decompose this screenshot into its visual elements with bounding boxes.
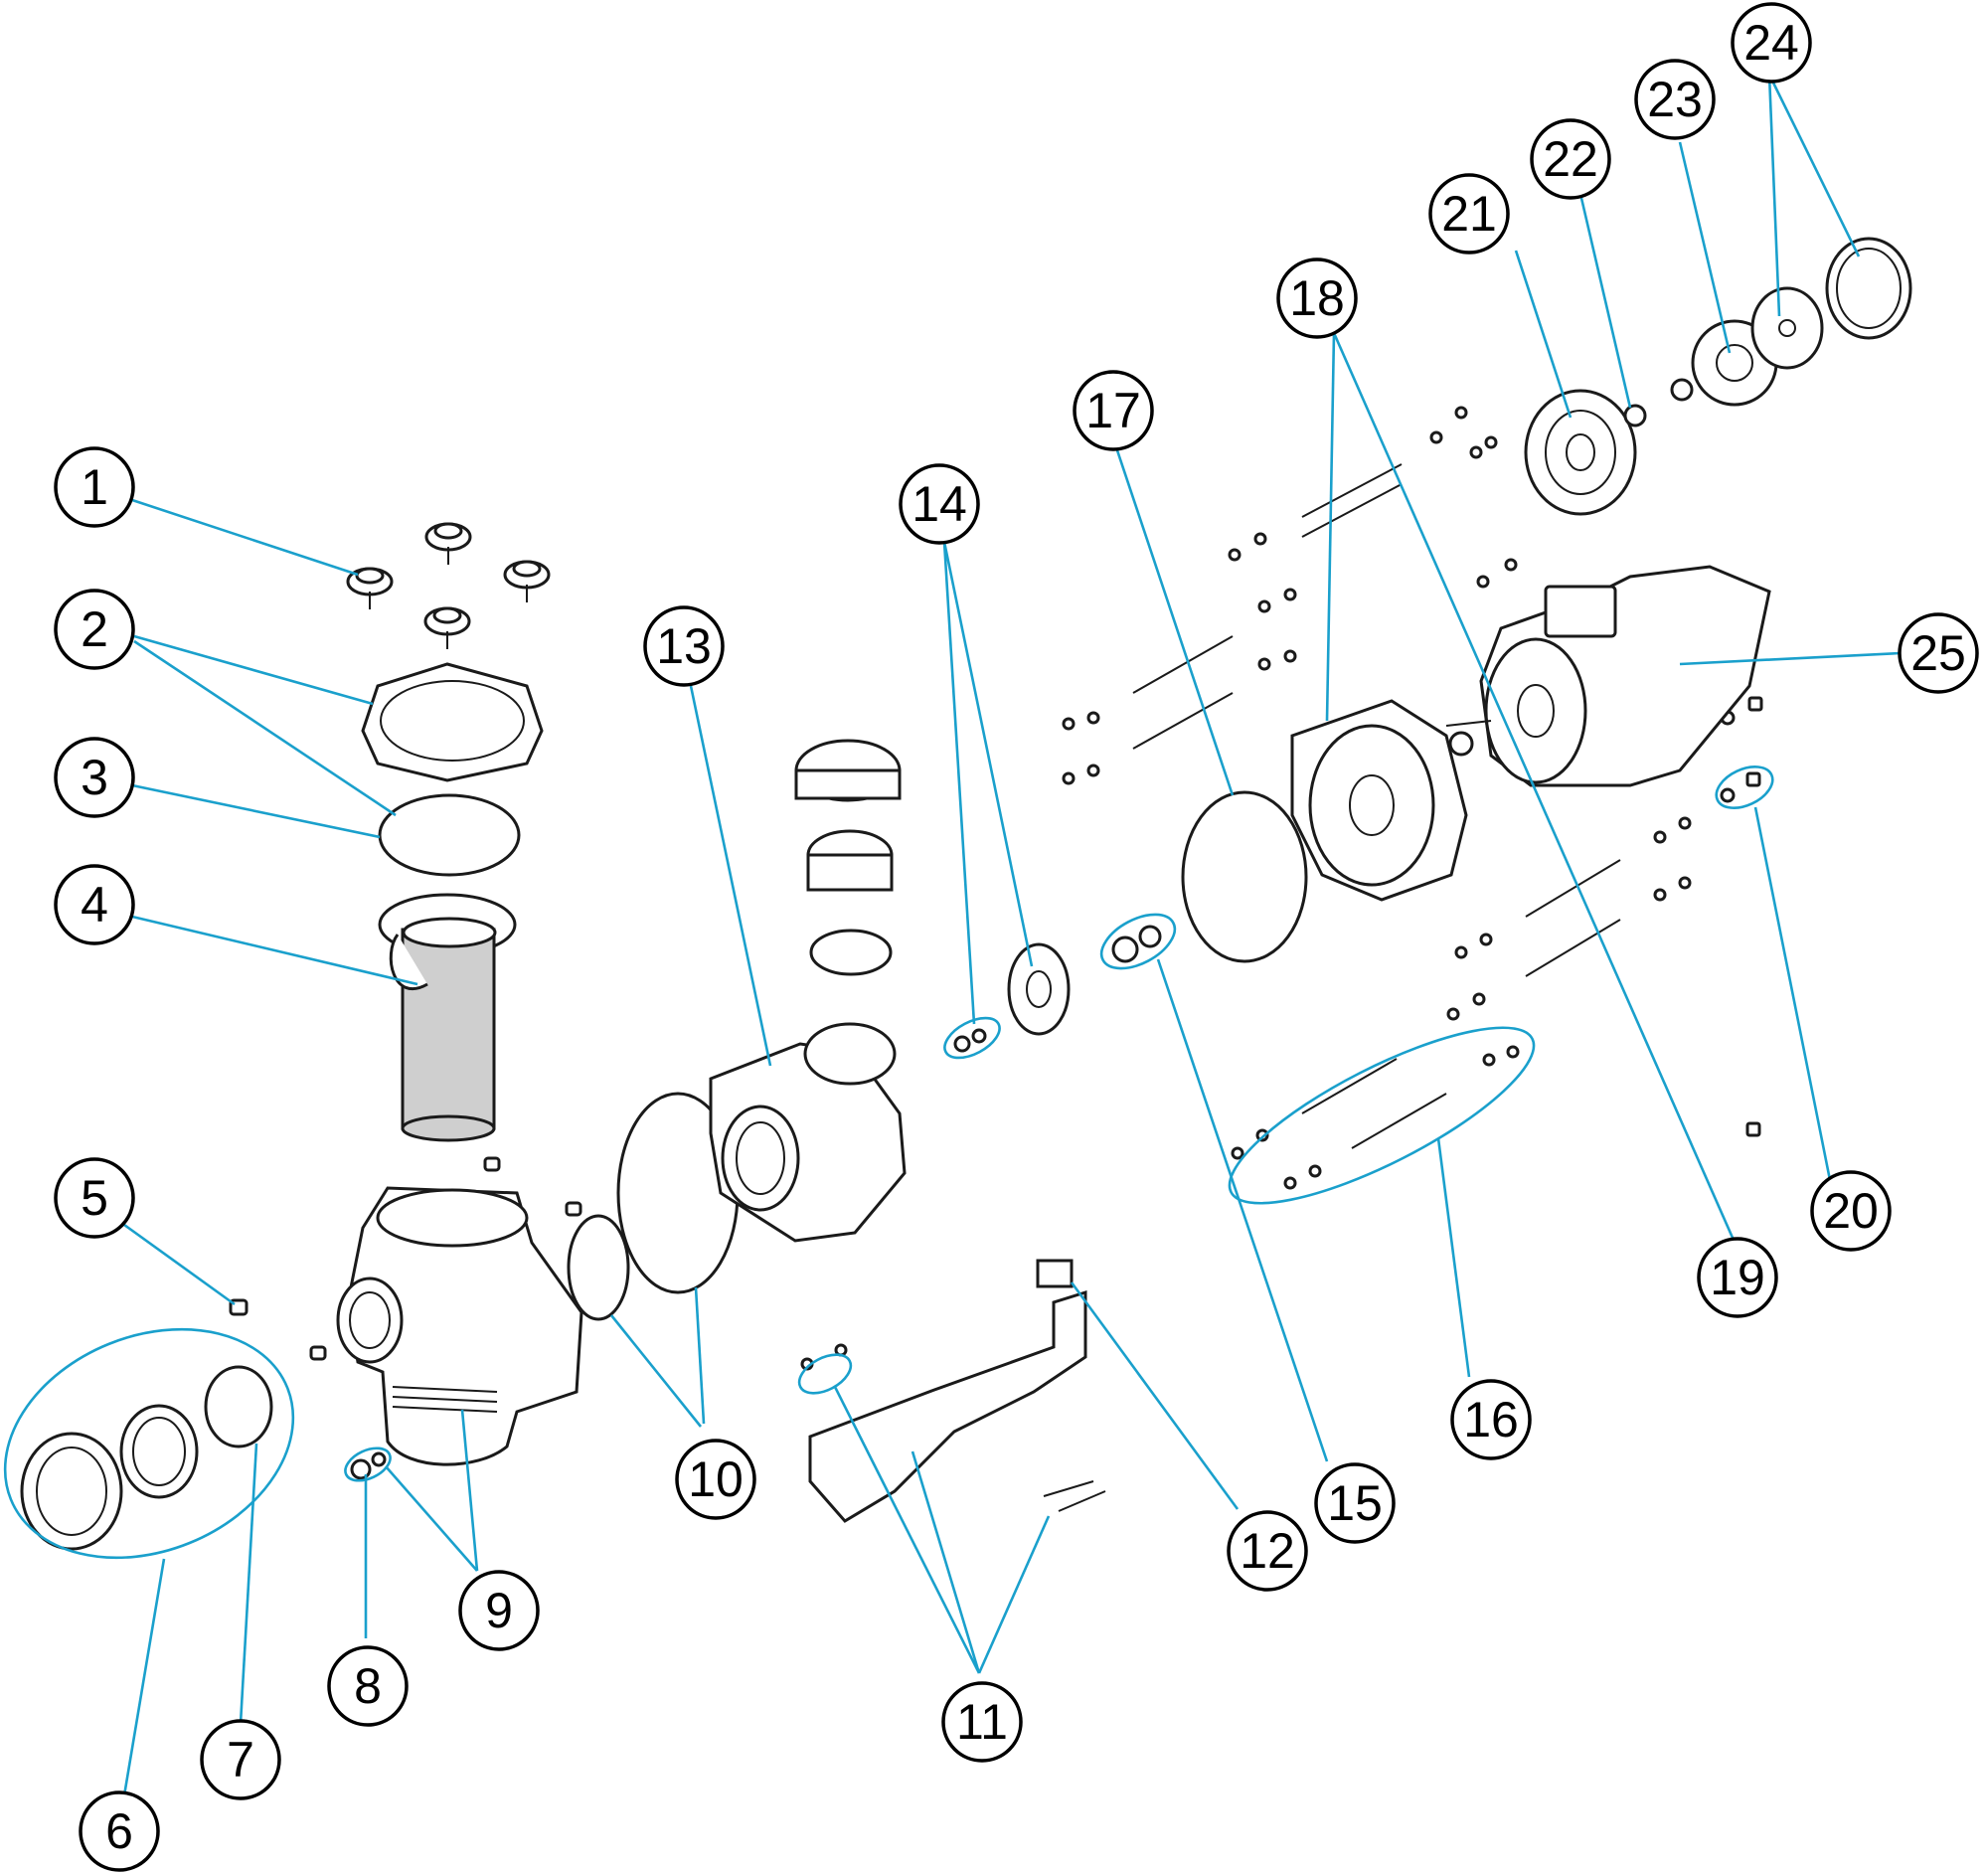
callout-4: 4 [54, 864, 135, 945]
part-motor-foot-screw [1720, 696, 1763, 1137]
part-motor-end-shield [1524, 389, 1637, 516]
svg-text:9: 9 [485, 1583, 513, 1638]
callout-10: 10 [675, 1439, 756, 1520]
svg-text:12: 12 [1240, 1523, 1295, 1579]
callout-12: 12 [1227, 1510, 1308, 1592]
part-motor [1445, 565, 1771, 787]
part-nuts [1062, 406, 1692, 1190]
callout-17: 17 [1073, 370, 1154, 451]
svg-text:13: 13 [656, 618, 712, 674]
part-small-screw [1745, 1121, 1761, 1137]
svg-text:17: 17 [1085, 383, 1141, 438]
svg-text:3: 3 [81, 750, 108, 805]
svg-text:10: 10 [688, 1451, 744, 1507]
callout-6: 6 [79, 1790, 160, 1872]
svg-text:4: 4 [81, 877, 108, 933]
svg-text:22: 22 [1543, 131, 1598, 187]
part-washer [1448, 731, 1474, 757]
highlight-base-nuts [797, 1353, 853, 1395]
callout-25: 25 [1898, 612, 1979, 694]
callout-15: 15 [1314, 1462, 1396, 1544]
highlight-groups [3, 766, 1774, 1560]
parts-drawing [20, 237, 1912, 1551]
callout-8: 8 [327, 1645, 409, 1727]
svg-text:18: 18 [1289, 270, 1345, 326]
svg-text:8: 8 [354, 1658, 382, 1714]
part-small-plug [309, 1345, 327, 1361]
callout-5: 5 [54, 1157, 135, 1239]
svg-text:7: 7 [227, 1732, 254, 1788]
leader-lines [120, 74, 1902, 1808]
part-union-o-ring [204, 1365, 273, 1448]
part-small-plug [483, 1156, 501, 1172]
svg-text:19: 19 [1710, 1250, 1765, 1305]
callout-9: 9 [458, 1570, 540, 1651]
callout-24: 24 [1731, 2, 1812, 84]
callout-3: 3 [54, 737, 135, 818]
part-lid-o-ring [378, 793, 521, 877]
part-bearing [1623, 404, 1647, 427]
part-diffuser-o-ring [1181, 790, 1308, 963]
svg-text:5: 5 [81, 1170, 108, 1226]
highlight-impeller-nut [943, 1016, 1001, 1060]
highlight-seal [1099, 913, 1177, 970]
callout-7: 7 [200, 1719, 281, 1800]
svg-text:2: 2 [81, 601, 108, 657]
callout-13: 13 [643, 605, 725, 687]
callout-1: 1 [54, 446, 135, 528]
callout-16: 16 [1450, 1379, 1532, 1460]
svg-text:15: 15 [1327, 1475, 1383, 1531]
part-pump-body [709, 739, 907, 1243]
svg-text:1: 1 [81, 459, 108, 515]
callout-18: 18 [1276, 257, 1358, 339]
part-lid-knobs [346, 522, 551, 649]
callouts: 1 2 3 4 5 6 7 8 9 10 11 12 13 14 15 16 1… [54, 2, 1979, 1872]
callout-19: 19 [1697, 1237, 1778, 1318]
highlight-tie-rod-set [1228, 1026, 1536, 1205]
part-drain-washer [371, 1451, 387, 1467]
callout-11: 11 [941, 1681, 1023, 1763]
svg-text:11: 11 [956, 1694, 1008, 1750]
part-strainer-basket [378, 893, 517, 1142]
svg-text:25: 25 [1910, 625, 1966, 681]
part-drain-screw [350, 1458, 372, 1480]
part-fan-and-cover [1750, 237, 1912, 370]
highlight-motor-screw [1715, 766, 1774, 809]
callout-20: 20 [1810, 1170, 1892, 1252]
part-pump-base [800, 1259, 1106, 1523]
highlight-union-set [3, 1327, 295, 1560]
part-small-plug [565, 1201, 582, 1217]
callout-2: 2 [54, 589, 135, 670]
part-seal-plate [1290, 699, 1468, 902]
part-housing-o-ring-small [567, 1214, 630, 1321]
highlight-drain-plug [344, 1447, 392, 1482]
svg-text:16: 16 [1463, 1392, 1519, 1447]
callout-21: 21 [1428, 173, 1510, 255]
svg-text:20: 20 [1823, 1183, 1879, 1239]
part-lid-frame [361, 662, 544, 782]
part-mechanical-seal [1111, 925, 1162, 963]
part-prefilter-housing [336, 1186, 583, 1466]
callout-22: 22 [1530, 118, 1611, 200]
callout-14: 14 [899, 463, 980, 545]
part-union-set [20, 1404, 199, 1551]
svg-text:14: 14 [911, 476, 967, 532]
part-impeller [953, 942, 1071, 1053]
part-tie-rods [1132, 463, 1621, 1149]
svg-text:6: 6 [105, 1803, 133, 1859]
svg-text:21: 21 [1441, 186, 1497, 242]
callout-23: 23 [1634, 59, 1716, 140]
svg-text:24: 24 [1743, 15, 1799, 71]
part-base-pad [1036, 1259, 1074, 1288]
svg-text:23: 23 [1647, 72, 1703, 127]
